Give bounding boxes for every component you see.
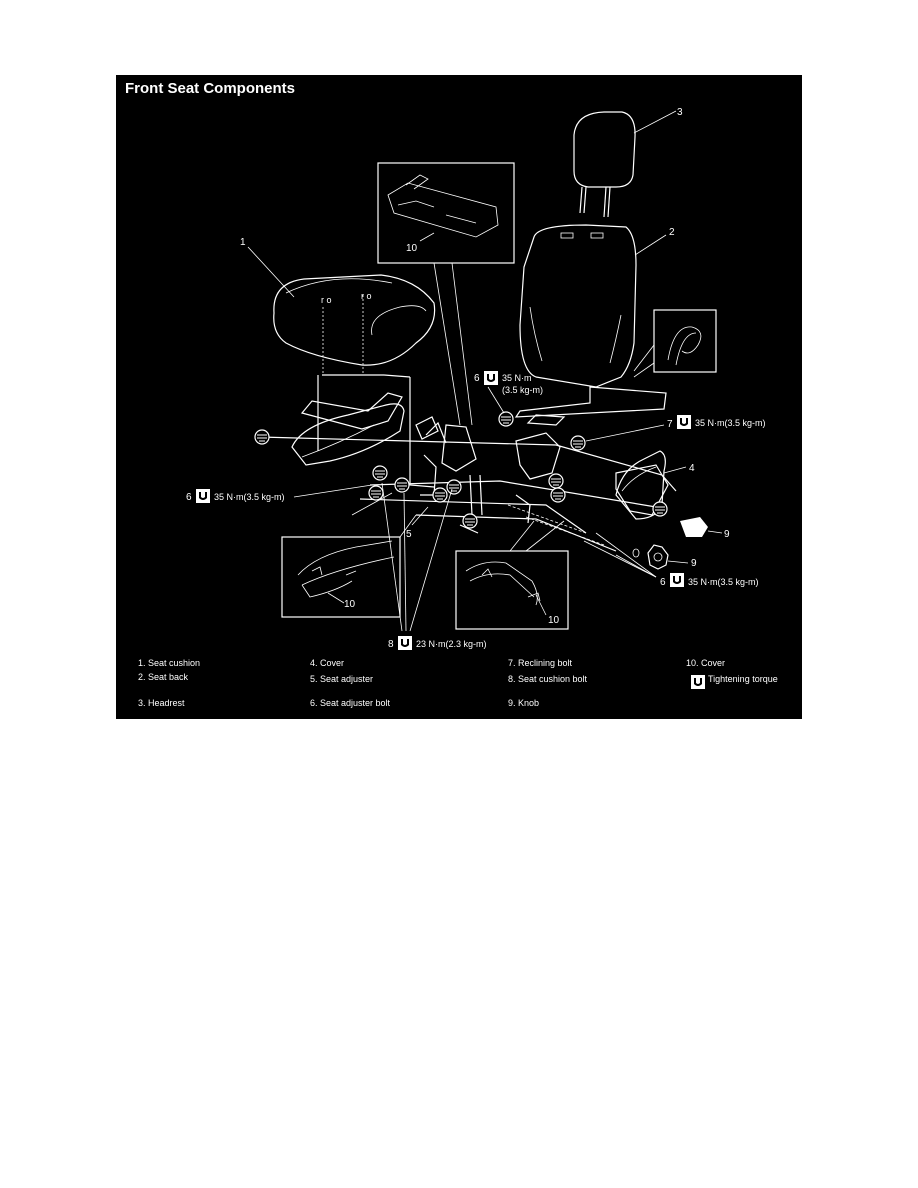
callout-10-right: 10 <box>548 615 560 626</box>
bolt-icon <box>394 477 410 493</box>
cover-left <box>291 403 439 466</box>
bolt-icon <box>462 513 478 529</box>
callout-6-right: 6 <box>660 577 666 588</box>
torque-6-top-line1: 35 N·m <box>502 373 532 383</box>
leader-1 <box>247 246 295 298</box>
legend-item-2: 2. Seat back <box>138 672 189 682</box>
seat-back-detail-inset <box>633 309 717 378</box>
bolt-icon <box>368 485 384 501</box>
leader-2 <box>634 234 667 256</box>
legend: 1. Seat cushion 2. Seat back 3. Headrest… <box>138 658 778 708</box>
torque-wrench-icon <box>484 371 498 385</box>
callout-2: 2 <box>669 227 675 238</box>
cover-detail-inset-right <box>455 520 569 630</box>
legend-item-3: 3. Headrest <box>138 698 185 708</box>
callout-6-left: 6 <box>186 492 192 503</box>
svg-text:r o: r o <box>321 295 332 305</box>
bolt-icon <box>652 501 668 517</box>
seat-adjuster-frame <box>259 374 677 552</box>
diagram-title: Front Seat Components <box>125 80 295 97</box>
cover-detail-inset-top <box>377 162 515 264</box>
torque-8: 23 N·m(2.3 kg-m) <box>416 639 487 649</box>
legend-item-4: 4. Cover <box>310 658 344 668</box>
legend-torque-symbol: Tightening torque <box>708 674 778 684</box>
legend-item-10: 10. Cover <box>686 658 725 668</box>
legend-item-8: 8. Seat cushion bolt <box>508 674 588 684</box>
legend-item-9: 9. Knob <box>508 698 539 708</box>
torque-7: 35 N·m(3.5 kg-m) <box>695 418 766 428</box>
recliner-plate <box>514 386 667 426</box>
legend-item-7: 7. Reclining bolt <box>508 658 573 668</box>
callout-9-bottom: 9 <box>691 558 697 569</box>
torque-6-left: 35 N·m(3.5 kg-m) <box>214 492 285 502</box>
torque-6-right: 35 N·m(3.5 kg-m) <box>688 577 759 587</box>
bolt-icon <box>446 479 462 495</box>
bolt-icon <box>432 487 448 503</box>
callout-4: 4 <box>689 463 695 474</box>
callout-9-top: 9 <box>724 529 730 540</box>
torque-wrench-icon <box>670 573 684 587</box>
torque-wrench-icon <box>691 675 705 689</box>
seat-back <box>519 224 637 388</box>
callout-3: 3 <box>677 107 683 118</box>
torque-wrench-icon <box>196 489 210 503</box>
callout-7: 7 <box>667 419 673 430</box>
bolt-icon <box>548 473 564 489</box>
torque-wrench-icon <box>398 636 412 650</box>
torque-6-top-line2: (3.5 kg-m) <box>502 385 543 395</box>
bolt-icon <box>498 411 514 427</box>
legend-item-1: 1. Seat cushion <box>138 658 200 668</box>
leader-4 <box>663 466 687 474</box>
torque-wrench-icon <box>677 415 691 429</box>
cover-right <box>615 450 666 520</box>
knob-wheel <box>647 544 669 570</box>
knob <box>680 517 708 537</box>
callout-6-top: 6 <box>474 373 480 384</box>
leader-3 <box>633 110 677 134</box>
bolt-icon <box>570 435 586 451</box>
legend-item-6: 6. Seat adjuster bolt <box>310 698 391 708</box>
legend-item-5: 5. Seat adjuster <box>310 674 373 684</box>
callout-1: 1 <box>240 237 246 248</box>
headrest <box>573 111 636 218</box>
diagram-panel: Front Seat Components 3 2 r o r o <box>116 75 802 719</box>
seat-cushion: r o r o <box>273 274 436 366</box>
callout-10-left: 10 <box>344 599 356 610</box>
bolt-icon <box>550 487 566 503</box>
svg-text:r o: r o <box>361 291 372 301</box>
callout-5: 5 <box>406 529 412 540</box>
callout-10-top: 10 <box>406 243 418 254</box>
callout-8: 8 <box>388 639 394 650</box>
bolt-icon <box>372 465 388 481</box>
cover-detail-inset-left <box>281 492 417 618</box>
bolt-icon <box>254 429 270 445</box>
